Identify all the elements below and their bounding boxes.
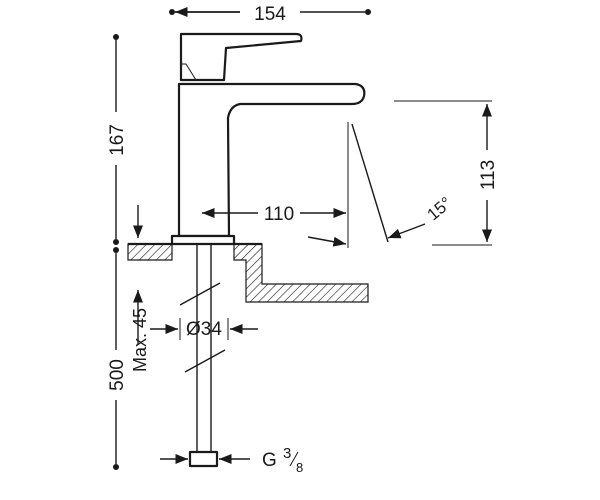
- dim-angle: 15°: [307, 123, 456, 247]
- dim-endpoint-dot: [113, 34, 119, 40]
- dim-endpoint-dot: [113, 239, 119, 245]
- dim-thread: G 3 8: [160, 445, 303, 475]
- supply-hose: [179, 244, 226, 468]
- countertop-section: [127, 242, 369, 303]
- handle-detail: [181, 63, 197, 81]
- dim-label-width: 154: [254, 4, 286, 25]
- angle-arrow-left: [307, 236, 347, 247]
- dim-max-thickness: Max. 45: [130, 205, 150, 372]
- dim-endpoint-dot: [113, 247, 119, 253]
- hose-fitting: [188, 450, 219, 468]
- angle-arrow-right: [387, 223, 426, 239]
- dim-label-thread-prefix: G: [262, 450, 277, 471]
- dim-label-spout-height: 113: [478, 160, 499, 190]
- dim-label-hose: 500: [107, 359, 128, 391]
- counter-left: [127, 243, 173, 261]
- dim-endpoint-dot: [113, 464, 119, 470]
- fraction-bar: [289, 451, 299, 467]
- dim-width-total: 154: [169, 4, 371, 25]
- dim-label-reach: 110: [264, 204, 294, 225]
- dim-hole-diameter: Ø34: [150, 318, 258, 340]
- counter-right: [233, 243, 369, 303]
- dim-height-total: 167: [107, 34, 128, 245]
- dim-label-thread-num: 3: [283, 445, 291, 462]
- angle-line: [351, 123, 389, 243]
- dim-label-max: Max. 45: [130, 308, 150, 372]
- dim-hose-length: 500: [107, 247, 128, 470]
- dim-spout-reach: 110: [202, 122, 349, 248]
- dim-label-thread-den: 8: [296, 460, 303, 475]
- faucet-body: [170, 32, 366, 246]
- break-mark-top: [179, 282, 221, 306]
- break-mark-bottom: [184, 349, 226, 373]
- dim-label-angle: 15°: [424, 193, 456, 224]
- dim-endpoint-dot: [365, 9, 371, 15]
- faucet-column: [177, 82, 366, 238]
- dim-label-height: 167: [107, 124, 128, 156]
- dim-spout-height: 113: [394, 100, 499, 246]
- dim-endpoint-dot: [169, 9, 175, 15]
- base-plate: [170, 234, 236, 246]
- handle-lever: [179, 32, 303, 82]
- dim-label-hole: Ø34: [186, 319, 222, 340]
